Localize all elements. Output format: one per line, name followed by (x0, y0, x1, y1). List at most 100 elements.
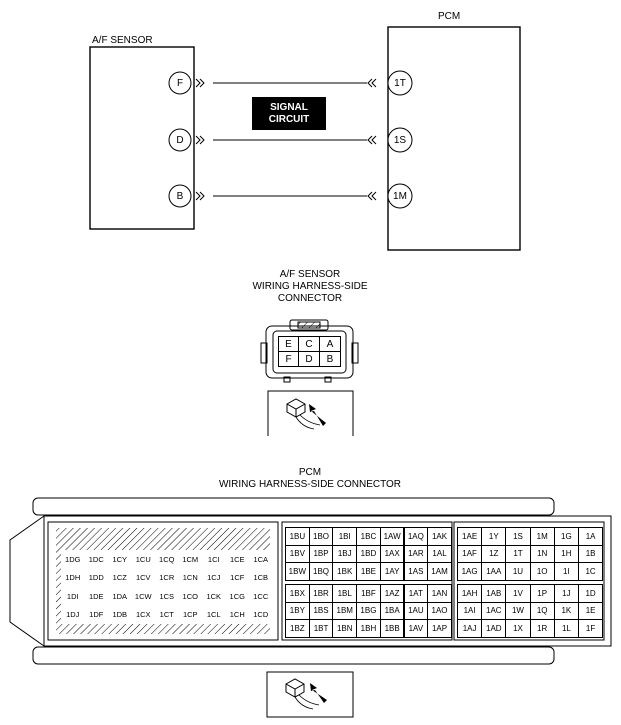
pcm-pin-1s (387, 127, 413, 153)
af-pin-a: A (319, 336, 341, 352)
pcm-pin-1da: 1DA (108, 587, 132, 606)
pcm-pin-1ba: 1BA (379, 601, 405, 620)
pcm-pin-1de: 1DE (84, 587, 108, 606)
af-connector-shape (260, 319, 359, 383)
pcm-connector-title-2: WIRING HARNESS-SIDE CONNECTOR (218, 479, 402, 490)
pcm-pin-1bn: 1BN (332, 619, 358, 638)
pcm-pin-1cd: 1CD (249, 605, 273, 624)
pcm-pin-1ak: 1AK (427, 527, 452, 546)
pcm-pin-1v: 1V (505, 584, 531, 603)
pcm-pin-1m-label: 1M (393, 191, 407, 202)
pcm-pin-1cy: 1CY (108, 550, 132, 569)
pcm-pin-1bl: 1BL (332, 584, 358, 603)
pcm-pin-1bi: 1BI (332, 527, 358, 546)
pcm-pin-1aw: 1AW (379, 527, 405, 546)
pcm-pin-1w: 1W (505, 601, 531, 620)
pcm-pin-1ce: 1CE (225, 550, 249, 569)
pcm-connector-title-1: PCM (298, 467, 322, 478)
pcm-pin-1x: 1X (505, 619, 531, 638)
pcm-pin-1bq: 1BQ (308, 562, 334, 581)
pcm-pin-1g: 1G (553, 527, 579, 546)
connector-view-icon (267, 390, 354, 436)
pcm-pin-1av: 1AV (403, 619, 429, 638)
pcm-pin-1ca: 1CA (249, 550, 273, 569)
af-sensor-box (89, 46, 195, 230)
pcm-pin-1m: 1M (529, 527, 555, 546)
pcm-pin-1bb: 1BB (379, 619, 405, 638)
pcm-pin-1cj: 1CJ (202, 568, 226, 587)
pcm-pin-1ai: 1AI (457, 601, 483, 620)
wires (213, 82, 367, 197)
pcm-pin-1cm: 1CM (178, 550, 202, 569)
pcm-pin-1ct: 1CT (155, 605, 179, 624)
pcm-pin-1bc: 1BC (356, 527, 381, 546)
pcm-pin-1f: 1F (578, 619, 604, 638)
pcm-pin-1h: 1H (553, 544, 579, 563)
pcm-pin-1am: 1AM (427, 562, 452, 581)
pcm-pin-1cr: 1CR (155, 568, 179, 587)
af-pin-f: F (278, 351, 299, 367)
signal-circuit-box (252, 97, 326, 130)
sensor-pin-d (168, 128, 192, 152)
connector-view-icon-2 (266, 671, 354, 718)
pcm-pin-1as: 1AS (403, 562, 429, 581)
sensor-pin-d-label: D (176, 135, 184, 146)
sensor-pin-f (168, 71, 192, 95)
pcm-pin-1s: 1S (505, 527, 531, 546)
pcm-pin-1ar: 1AR (403, 544, 429, 563)
af-connector-title-1: A/F SENSOR (279, 269, 341, 280)
af-pin-e: E (278, 336, 299, 352)
pcm-pin-1ab: 1AB (481, 584, 507, 603)
pcm-pin-1dg: 1DG (61, 550, 85, 569)
pcm-pin-1ag: 1AG (457, 562, 483, 581)
sensor-pin-b (168, 184, 192, 208)
pcm-pin-1ae: 1AE (457, 527, 483, 546)
pcm-pin-1bo: 1BO (308, 527, 334, 546)
pcm-label: PCM (438, 11, 461, 22)
pcm-pin-1bj: 1BJ (332, 544, 358, 563)
pcm-pin-1cg: 1CG (225, 587, 249, 606)
af-connector-title-2: WIRING HARNESS-SIDE (252, 281, 368, 292)
pcm-pin-1cs: 1CS (155, 587, 179, 606)
pcm-pin-1bd: 1BD (356, 544, 381, 563)
pcm-pin-1by: 1BY (285, 601, 310, 620)
pcm-pin-1j: 1J (553, 584, 579, 603)
pcm-pin-1bh: 1BH (356, 619, 381, 638)
pcm-pin-1b: 1B (578, 544, 604, 563)
pcm-pin-1z: 1Z (481, 544, 507, 563)
pcm-pin-1a: 1A (578, 527, 604, 546)
pcm-pin-1ad: 1AD (481, 619, 507, 638)
signal-circuit-line-2: CIRCUIT (268, 114, 310, 125)
af-pin-c: C (298, 336, 320, 352)
pcm-pin-1db: 1DB (108, 605, 132, 624)
pcm-pin-1br: 1BR (308, 584, 334, 603)
pcm-pin-1ci: 1CI (202, 550, 226, 569)
pcm-pin-1an: 1AN (427, 584, 452, 603)
pcm-pin-1i: 1I (553, 562, 579, 581)
terminal-marks (195, 78, 377, 201)
pcm-pin-1cv: 1CV (131, 568, 155, 587)
pcm-pin-1cp: 1CP (178, 605, 202, 624)
pcm-pin-1df: 1DF (84, 605, 108, 624)
pcm-pin-1y: 1Y (481, 527, 507, 546)
pcm-pin-1bm: 1BM (332, 601, 358, 620)
pcm-pin-1bt: 1BT (308, 619, 334, 638)
pcm-pin-1o: 1O (529, 562, 555, 581)
pcm-pin-1au: 1AU (403, 601, 429, 620)
pcm-pin-1cf: 1CF (225, 568, 249, 587)
pcm-pin-1be: 1BE (356, 562, 381, 581)
pcm-pin-1s-label: 1S (393, 135, 407, 146)
pcm-pin-1cz: 1CZ (108, 568, 132, 587)
pcm-pin-1cw: 1CW (131, 587, 155, 606)
af-connector-title-3: CONNECTOR (277, 293, 343, 304)
pcm-pin-1dh: 1DH (61, 568, 85, 587)
pcm-pin-1ay: 1AY (379, 562, 405, 581)
sensor-pin-b-label: B (176, 191, 184, 202)
pcm-pin-1bw: 1BW (285, 562, 310, 581)
af-sensor-label: A/F SENSOR (92, 35, 153, 46)
pcm-pin-1at: 1AT (403, 584, 429, 603)
pcm-pin-1cc: 1CC (249, 587, 273, 606)
pcm-pin-1bg: 1BG (356, 601, 381, 620)
pcm-pin-1r: 1R (529, 619, 555, 638)
pcm-pin-1ck: 1CK (202, 587, 226, 606)
